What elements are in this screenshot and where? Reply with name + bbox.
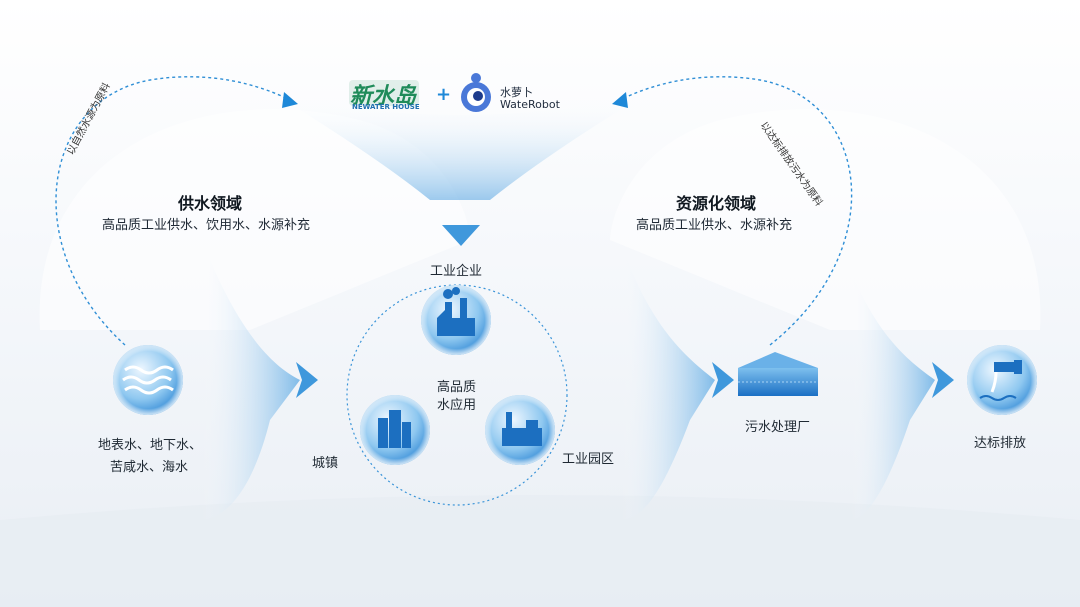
flow-fan-left <box>200 260 300 520</box>
resource-domain-subtitle: 高品质工业供水、水源补充 <box>636 218 793 233</box>
waterobot-icon <box>461 73 491 112</box>
core-label-line1: 高品质 <box>437 380 477 395</box>
waterobot-logo-en: WateRobot <box>500 98 560 111</box>
waterobot-logo-cn: 水萝卜 <box>500 86 533 99</box>
city-buildings-icon <box>360 395 430 465</box>
flow-arrow-middle <box>712 362 734 398</box>
logo-plus: + <box>436 84 452 105</box>
industrial-enterprise-label: 工业企业 <box>430 264 483 279</box>
newater-logo <box>349 80 419 106</box>
discharge-icon <box>967 345 1037 415</box>
sewage-plant-icon <box>738 352 818 396</box>
water-source-icon <box>113 345 183 415</box>
left-dashed-arc <box>55 76 291 346</box>
discharge-label: 达标排放 <box>974 436 1027 451</box>
flow-arrow-down <box>442 225 480 246</box>
flow-fan-top <box>300 100 620 200</box>
industrial-park-icon <box>485 395 555 465</box>
water-source-label-line2: 苦咸水、海水 <box>110 460 189 475</box>
right-arc-arrowhead <box>612 92 628 108</box>
town-label: 城镇 <box>312 456 339 471</box>
flow-fan-middle <box>620 240 715 520</box>
newater-logo-cn: 新水岛 <box>350 84 417 109</box>
water-source-label-line1: 地表水、地下水、 <box>98 438 203 453</box>
left-soft-shape <box>39 109 471 330</box>
flow-arrow-right <box>932 362 954 398</box>
application-circle <box>346 284 568 506</box>
background-floor <box>0 495 1080 607</box>
left-arc-arrowhead <box>282 92 298 108</box>
industrial-park-label: 工业园区 <box>562 452 615 467</box>
sewage-plant-label: 污水处理厂 <box>745 420 811 435</box>
flow-arrow-left <box>296 362 318 398</box>
newater-logo-en: NEWATER HOUSE <box>352 103 420 111</box>
flow-fan-right <box>850 270 935 520</box>
right-dashed-arc <box>619 76 853 346</box>
core-label-line2: 水应用 <box>437 398 477 413</box>
factory-icon <box>421 285 491 355</box>
right-soft-shape <box>610 109 1041 330</box>
supply-domain-title: 供水领域 <box>178 194 243 213</box>
resource-domain-title: 资源化领域 <box>676 194 757 213</box>
supply-domain-subtitle: 高品质工业供水、饮用水、水源补充 <box>102 218 311 233</box>
